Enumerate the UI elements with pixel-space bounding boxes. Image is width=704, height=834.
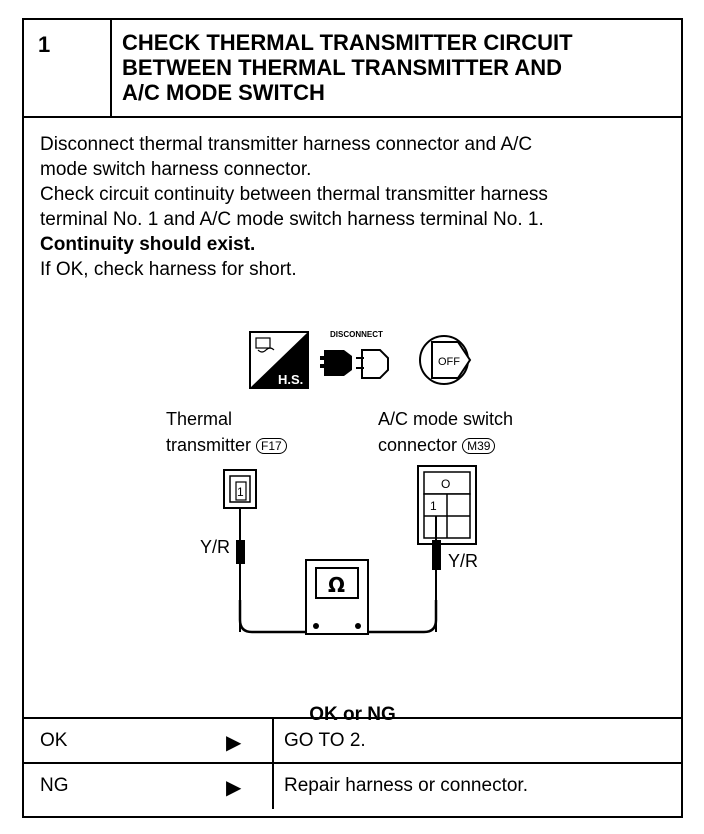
left-connector-label: Thermal bbox=[166, 409, 233, 429]
right-lead bbox=[362, 600, 438, 634]
ignition-off-icon: OFF bbox=[419, 335, 472, 385]
left-terminal-number: 1 bbox=[237, 485, 244, 499]
right-wire-color: Y/R bbox=[448, 551, 479, 571]
left-probe bbox=[236, 540, 245, 564]
procedure-frame: 1 CHECK THERMAL TRANSMITTER CIRCUIT BETW… bbox=[22, 18, 683, 818]
thermal-transmitter-connector: 1 bbox=[223, 469, 257, 509]
harness-icon: H.S. bbox=[249, 331, 309, 389]
instructions: Disconnect thermal transmitter harness c… bbox=[40, 132, 670, 282]
harness-icon-label: H.S. bbox=[278, 372, 303, 387]
right-connector-name: connector bbox=[378, 435, 458, 455]
instruction-followup: If OK, check harness for short. bbox=[40, 259, 297, 280]
left-wire-color: Y/R bbox=[200, 537, 231, 557]
instruction-line: Check circuit continuity between thermal… bbox=[40, 184, 548, 205]
result-row-ng: NG ▶ Repair harness or connector. bbox=[24, 762, 681, 809]
right-connector-id: M39 bbox=[462, 438, 496, 455]
ok-ng-prompt: OK or NG bbox=[309, 704, 396, 725]
right-top-mark: O bbox=[441, 477, 450, 491]
disconnect-icon: DISCONNECT bbox=[320, 330, 389, 379]
diagram-canvas: H.S. DISCONNECT OFF bbox=[223, 330, 477, 635]
step-number: 1 bbox=[38, 32, 51, 57]
right-connector-sublabel: connector M39 bbox=[378, 434, 496, 456]
instruction-line: Disconnect thermal transmitter harness c… bbox=[40, 134, 533, 155]
arrow-right-icon: ▶ bbox=[226, 732, 242, 754]
result-divider bbox=[272, 719, 274, 764]
left-connector-sublabel: transmitter F17 bbox=[166, 434, 287, 456]
header-divider bbox=[110, 20, 112, 116]
left-connector-name: transmitter bbox=[166, 435, 252, 455]
continuity-requirement: Continuity should exist. bbox=[40, 234, 256, 255]
instruction-line: terminal No. 1 and A/C mode switch harne… bbox=[40, 209, 544, 230]
right-terminal-number: 1 bbox=[430, 499, 437, 513]
left-connector-id: F17 bbox=[256, 438, 287, 455]
result-key: NG bbox=[40, 775, 69, 796]
result-action: GO TO 2. bbox=[284, 730, 366, 751]
ohmmeter: Ω bbox=[305, 559, 369, 635]
result-divider bbox=[272, 764, 274, 809]
step-title-line: CHECK THERMAL TRANSMITTER CIRCUIT bbox=[122, 30, 573, 55]
result-row-ok: OK ▶ GO TO 2. bbox=[24, 717, 681, 764]
step-title: CHECK THERMAL TRANSMITTER CIRCUIT BETWEE… bbox=[122, 30, 678, 105]
key-off-label: OFF bbox=[438, 356, 460, 368]
instruction-line: mode switch harness connector. bbox=[40, 159, 312, 180]
ac-mode-switch-connector: O 1 bbox=[417, 465, 477, 545]
step-header: 1 CHECK THERMAL TRANSMITTER CIRCUIT BETW… bbox=[24, 20, 681, 118]
disconnect-icon-label: DISCONNECT bbox=[330, 330, 383, 339]
right-connector-label: A/C mode switch bbox=[378, 409, 514, 429]
left-lead bbox=[238, 600, 316, 634]
ohm-symbol: Ω bbox=[328, 573, 345, 597]
arrow-right-icon: ▶ bbox=[226, 777, 242, 799]
result-action: Repair harness or connector. bbox=[284, 775, 528, 796]
step-title-line: A/C MODE SWITCH bbox=[122, 80, 325, 105]
right-probe bbox=[432, 540, 441, 570]
result-key: OK bbox=[40, 730, 68, 751]
step-title-line: BETWEEN THERMAL TRANSMITTER AND bbox=[122, 55, 562, 80]
